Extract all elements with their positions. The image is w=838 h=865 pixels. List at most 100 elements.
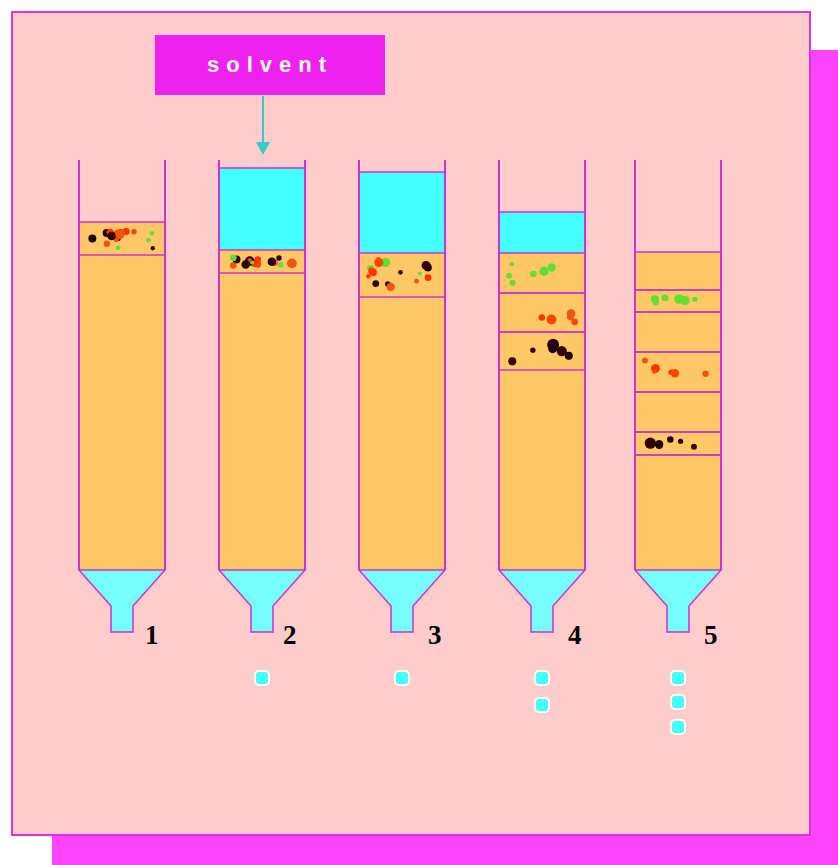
compound-particle bbox=[150, 231, 154, 235]
stationary-phase bbox=[635, 252, 721, 570]
band-line bbox=[499, 331, 585, 333]
band-line bbox=[635, 391, 721, 393]
solvent-surface bbox=[359, 171, 445, 173]
band-line bbox=[359, 252, 445, 254]
band-line bbox=[635, 289, 721, 291]
solvent-layer bbox=[359, 172, 445, 253]
compound-particle bbox=[506, 273, 512, 279]
compound-particle bbox=[369, 268, 377, 276]
compound-particle bbox=[230, 254, 237, 261]
compound-particle bbox=[565, 352, 573, 360]
column-wall bbox=[358, 160, 360, 570]
eluent-drop bbox=[671, 720, 685, 734]
column-number: 5 bbox=[704, 622, 718, 649]
eluent-drop bbox=[671, 695, 685, 709]
column-number: 4 bbox=[568, 622, 582, 649]
compound-particle bbox=[146, 238, 150, 242]
column-wall bbox=[218, 160, 220, 570]
compound-particle bbox=[671, 369, 679, 377]
band-line bbox=[219, 249, 305, 251]
compound-particle bbox=[508, 357, 516, 365]
compound-particle bbox=[107, 232, 116, 241]
compound-particle bbox=[131, 229, 136, 234]
band-line bbox=[635, 454, 721, 456]
card bbox=[12, 12, 810, 835]
band-line bbox=[499, 292, 585, 294]
compound-particle bbox=[372, 280, 379, 287]
compound-particle bbox=[398, 270, 403, 275]
compound-particle bbox=[678, 439, 683, 444]
compound-particle bbox=[104, 240, 110, 246]
stationary-phase bbox=[499, 253, 585, 570]
band-line bbox=[499, 252, 585, 254]
stationary-phase bbox=[219, 250, 305, 570]
compound-particle bbox=[414, 279, 419, 284]
compound-particle bbox=[645, 437, 656, 448]
compound-particle bbox=[655, 440, 663, 448]
stationary-phase bbox=[79, 222, 165, 570]
compound-particle bbox=[667, 436, 674, 443]
solvent-layer bbox=[219, 168, 305, 250]
compound-particle bbox=[691, 444, 697, 450]
eluent-drop bbox=[671, 671, 685, 685]
eluent-drop bbox=[395, 671, 409, 685]
compound-particle bbox=[539, 314, 545, 320]
compound-particle bbox=[374, 258, 383, 267]
compound-particle bbox=[151, 246, 155, 250]
eluent-drop bbox=[535, 698, 549, 712]
box-label: solvent bbox=[207, 52, 333, 78]
column-wall bbox=[584, 160, 586, 570]
solvent-surface bbox=[499, 211, 585, 213]
column-number: 2 bbox=[283, 622, 297, 649]
compound-particle bbox=[88, 235, 96, 243]
compound-particle bbox=[115, 230, 124, 239]
compound-particle bbox=[510, 262, 514, 266]
band-line bbox=[635, 454, 721, 456]
compound-particle bbox=[661, 294, 668, 301]
compound-particle bbox=[530, 348, 535, 353]
band-line bbox=[635, 251, 721, 253]
eluent-drop bbox=[255, 671, 269, 685]
band-line bbox=[635, 391, 721, 393]
band-line bbox=[499, 292, 585, 294]
column-wall bbox=[164, 160, 166, 570]
column-wall bbox=[720, 160, 722, 570]
band-line bbox=[359, 296, 445, 298]
band-line bbox=[79, 254, 165, 256]
compound-particle bbox=[567, 309, 576, 318]
compound-particle bbox=[546, 314, 556, 324]
compound-particle bbox=[642, 358, 648, 364]
compound-particle bbox=[241, 260, 249, 268]
column-wall bbox=[78, 160, 80, 570]
compound-particle bbox=[548, 263, 556, 271]
compound-particle bbox=[425, 274, 432, 281]
compound-particle bbox=[278, 262, 284, 268]
compound-particle bbox=[547, 339, 559, 351]
compound-particle bbox=[653, 299, 659, 305]
eluent-drop bbox=[535, 671, 549, 685]
compound-particle bbox=[268, 258, 276, 266]
stationary-phase bbox=[359, 253, 445, 570]
column-wall bbox=[444, 160, 446, 570]
column-wall bbox=[498, 160, 500, 570]
column-number: 1 bbox=[145, 622, 159, 649]
band-line bbox=[635, 311, 721, 313]
band-line bbox=[499, 369, 585, 371]
band-line bbox=[635, 431, 721, 433]
arrow-head bbox=[256, 142, 270, 155]
compound-particle bbox=[418, 271, 422, 275]
band-line bbox=[79, 221, 165, 223]
compound-particle bbox=[530, 271, 537, 278]
compound-particle bbox=[702, 370, 709, 377]
column-wall bbox=[304, 160, 306, 570]
compound-particle bbox=[539, 267, 548, 276]
column-wall bbox=[634, 160, 636, 570]
band-line bbox=[635, 311, 721, 313]
compound-particle bbox=[250, 260, 254, 264]
band-line bbox=[635, 289, 721, 291]
band-line bbox=[635, 351, 721, 353]
solvent-box: solvent bbox=[155, 35, 385, 95]
compound-particle bbox=[422, 261, 431, 270]
